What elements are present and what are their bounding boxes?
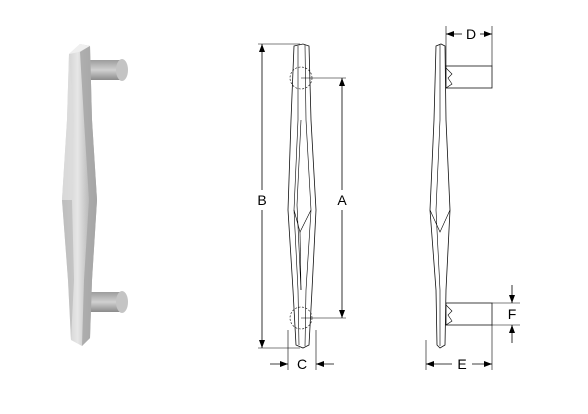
- dimension-label-d: D: [466, 26, 476, 42]
- handle-front-view: B A C: [257, 43, 347, 372]
- dimension-f: F: [492, 285, 520, 343]
- dimension-label-f: F: [508, 306, 517, 322]
- bottom-mounting-post: [86, 291, 128, 313]
- handle-side-view: D E F: [425, 26, 520, 372]
- dimension-label-a: A: [337, 192, 347, 208]
- dimension-label-c: C: [297, 356, 307, 372]
- dimension-label-b: B: [257, 192, 266, 208]
- dimension-d: D: [445, 26, 493, 66]
- handle-3d-render: [62, 44, 128, 346]
- dimension-a: A: [301, 77, 347, 319]
- side-top-post: [445, 65, 493, 89]
- handle-bar: [62, 44, 97, 346]
- dimension-b: B: [257, 43, 300, 349]
- top-mounting-post: [86, 59, 128, 81]
- dimension-c: C: [270, 330, 334, 372]
- dimension-label-e: E: [457, 356, 466, 372]
- dimension-e: E: [425, 325, 493, 372]
- side-bottom-post: [445, 302, 493, 326]
